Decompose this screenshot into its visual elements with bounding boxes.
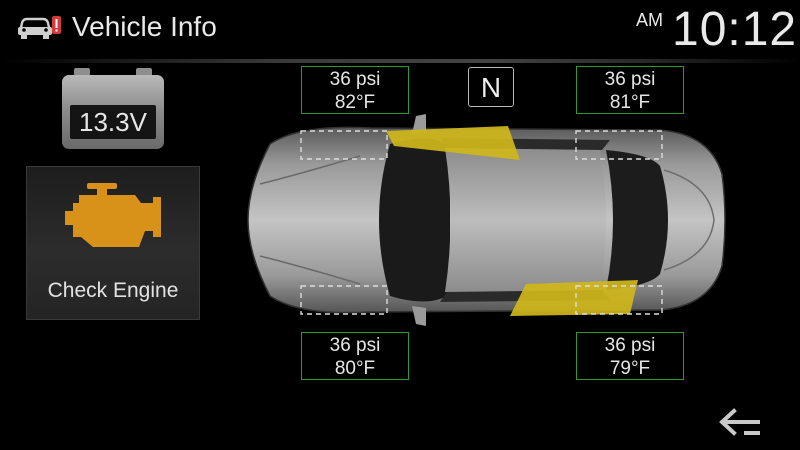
tire-temperature: 79°F [609, 358, 651, 379]
battery-voltage: 13.3V [79, 107, 147, 137]
tire-pressure: 36 psi [329, 335, 381, 356]
clock-ampm: AM [636, 10, 663, 30]
page-title: Vehicle Info [72, 11, 217, 42]
tire-pressure: 36 psi [604, 69, 656, 90]
car-top-view [247, 114, 726, 326]
tire-rear-left: 36 psi 80°F [301, 332, 409, 380]
car-warning-icon [18, 16, 61, 39]
tire-pressure: 36 psi [329, 69, 381, 90]
gear-indicator: N [468, 67, 514, 107]
engine-icon [65, 183, 161, 247]
tire-front-right: 36 psi 81°F [576, 66, 684, 114]
check-engine-card[interactable]: Check Engine [26, 166, 200, 320]
header-divider [0, 59, 800, 63]
door-rear-right-open [510, 280, 638, 316]
tire-pressure: 36 psi [604, 335, 656, 356]
clock-time: 10:12 [672, 3, 798, 56]
back-arrow-icon[interactable] [714, 406, 762, 440]
battery-icon [62, 68, 164, 149]
tire-rear-right: 36 psi 79°F [576, 332, 684, 380]
tire-temperature: 80°F [334, 358, 376, 379]
tire-temperature: 82°F [334, 92, 376, 113]
header-bar: Vehicle Info AM 10:12 [0, 0, 800, 62]
door-front-left-open [386, 126, 520, 160]
tire-temperature: 81°F [609, 92, 651, 113]
tire-front-left: 36 psi 82°F [301, 66, 409, 114]
check-engine-label: Check Engine [47, 279, 179, 302]
